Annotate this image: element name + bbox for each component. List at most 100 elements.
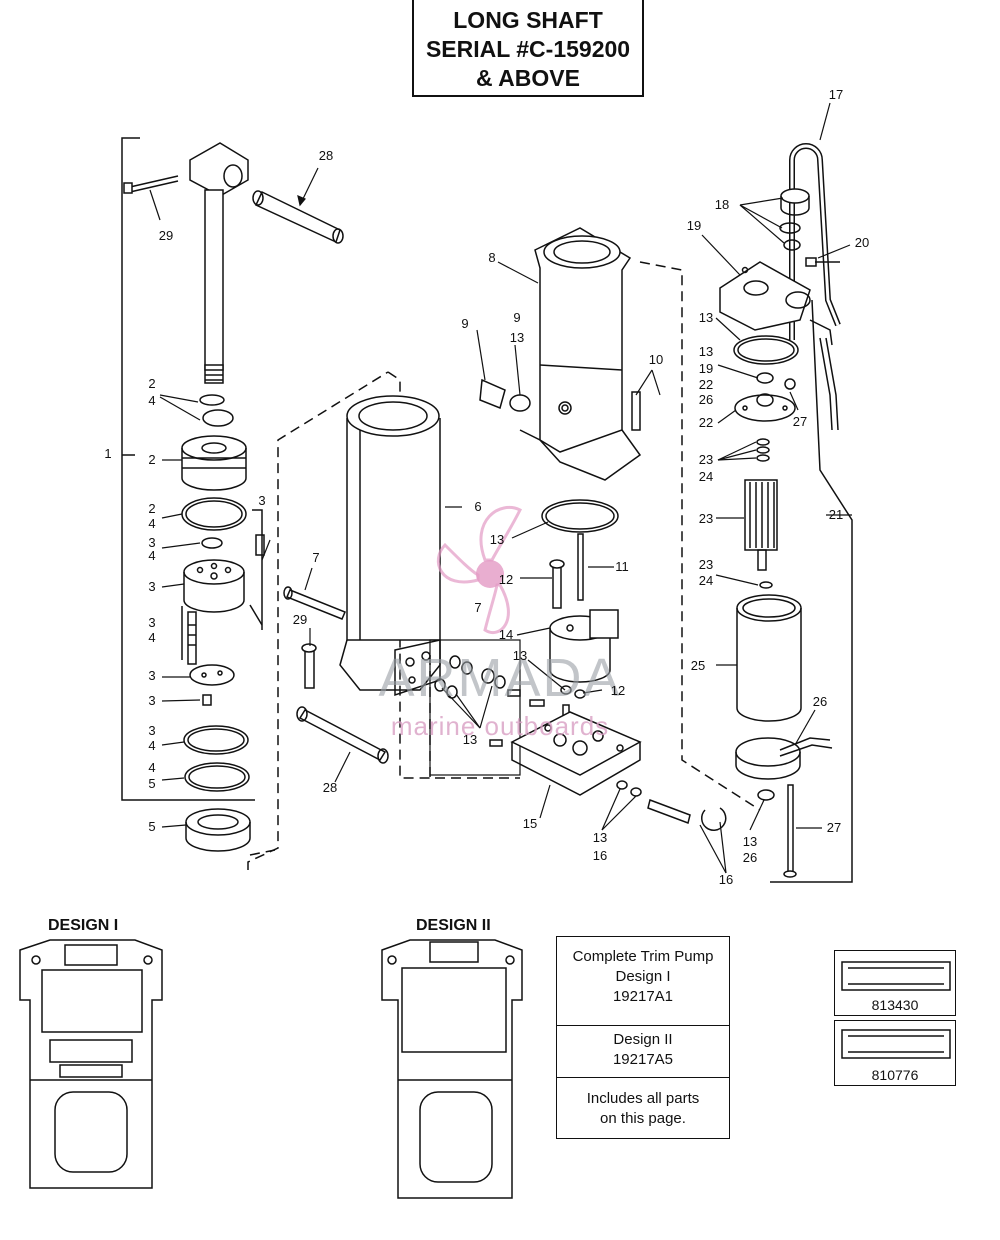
pin-29-28 <box>296 643 389 764</box>
callout-c-23a: 23 <box>699 452 713 467</box>
callout-c-9a: 9 <box>461 316 468 331</box>
part-box-810776: 810776 <box>834 1020 956 1086</box>
callout-c-19a: 19 <box>687 218 701 233</box>
pump-housing <box>479 227 642 481</box>
title-line-1: LONG SHAFT <box>453 7 603 33</box>
callout-c-3e: 3 <box>148 668 155 683</box>
callout-c-14: 14 <box>499 627 513 642</box>
callout-c-13d: 13 <box>463 732 477 747</box>
design-2-housing <box>381 939 523 1199</box>
callout-c-12a: 12 <box>499 572 513 587</box>
callout-c-21: 21 <box>829 507 843 522</box>
callout-c-20: 20 <box>855 235 869 250</box>
callout-c-13c: 13 <box>513 648 527 663</box>
callout-c-4a: 4 <box>148 393 155 408</box>
callout-c-4b: 4 <box>148 516 155 531</box>
bolt-7 <box>283 586 346 620</box>
callout-c-16a: 16 <box>593 848 607 863</box>
callout-c-6: 6 <box>474 499 481 514</box>
info-divider <box>557 1025 729 1026</box>
pump-dashed-outline <box>639 261 761 811</box>
leader-lines <box>149 102 852 874</box>
design-1-housing <box>19 939 163 1189</box>
callout-c-12b: 12 <box>611 683 625 698</box>
callout-c-2b: 2 <box>148 452 155 467</box>
callout-c-22b: 22 <box>699 415 713 430</box>
callout-c-13e: 13 <box>593 830 607 845</box>
callout-c-24a: 24 <box>699 469 713 484</box>
callout-c-23c: 23 <box>699 557 713 572</box>
part-number: 810776 <box>871 1067 919 1083</box>
callout-c-26c: 26 <box>743 850 757 865</box>
info-note-line2: on this page. <box>600 1110 686 1127</box>
motor-assembly <box>719 143 853 883</box>
oring-13-housing <box>541 499 619 533</box>
design-1-label: DESIGN I <box>48 917 119 934</box>
callout-c-22a: 22 <box>699 377 713 392</box>
callout-c-16b: 16 <box>719 872 733 887</box>
title-line-3: & ABOVE <box>476 65 580 91</box>
info-divider <box>557 1077 729 1078</box>
diagram-title-box: LONG SHAFT SERIAL #C-159200 & ABOVE <box>412 0 644 97</box>
kit-info-box: Complete Trim Pump Design I 19217A1 Desi… <box>556 936 730 1139</box>
watermark-logo <box>436 505 523 635</box>
pump-14 <box>549 609 619 683</box>
trim-rod-assembly <box>121 137 344 852</box>
callout-c-27a: 27 <box>793 414 807 429</box>
callout-c-29b: 29 <box>293 612 307 627</box>
callout-c-2a: 2 <box>148 376 155 391</box>
callout-c-29a: 29 <box>159 228 173 243</box>
callout-c-13h: 13 <box>743 834 757 849</box>
callout-c-13a: 13 <box>510 330 524 345</box>
callout-c-25: 25 <box>691 658 705 673</box>
callout-c-11: 11 <box>615 559 629 574</box>
callout-c-24b: 24 <box>699 573 713 588</box>
callout-c-4f: 4 <box>148 760 155 775</box>
callout-c-26a: 26 <box>699 392 713 407</box>
callout-c-17: 17 <box>829 87 843 102</box>
callout-c-28a: 28 <box>319 148 333 163</box>
callout-c-15: 15 <box>523 816 537 831</box>
title-line-2: SERIAL #C-159200 <box>425 36 631 62</box>
callout-c-3d: 3 <box>148 615 155 630</box>
callout-c-4e: 4 <box>148 738 155 753</box>
callout-c-10: 10 <box>649 352 663 367</box>
design-2-label: DESIGN II <box>416 917 491 934</box>
part-810776-drawing <box>841 1029 951 1059</box>
info-design1-part: 19217A1 <box>612 988 674 1005</box>
callout-c-3a: 3 <box>258 493 265 508</box>
callout-c-3c: 3 <box>148 579 155 594</box>
callout-c-5b: 5 <box>148 819 155 834</box>
manifold-15 <box>510 711 642 796</box>
trim-cylinder <box>339 395 441 697</box>
info-design1-label: Design I <box>615 968 671 985</box>
callout-c-5a: 5 <box>148 776 155 791</box>
callout-c-26b: 26 <box>813 694 827 709</box>
valve-16 <box>616 780 727 831</box>
info-design2-part: 19217A5 <box>612 1051 674 1068</box>
callout-c-18: 18 <box>715 197 729 212</box>
callout-c-7a: 7 <box>312 550 319 565</box>
callout-c-2c: 2 <box>148 501 155 516</box>
callout-c-8: 8 <box>488 250 495 265</box>
part-box-813430: 813430 <box>834 950 956 1016</box>
callout-c-3g: 3 <box>148 723 155 738</box>
seal-kit-13 <box>429 639 586 776</box>
callout-c-3b: 3 <box>148 535 155 550</box>
callout-c-1: 1 <box>104 446 111 461</box>
part-813430-drawing <box>841 961 951 991</box>
callout-c-9b: 9 <box>513 310 520 325</box>
watermark-brand: ARMADA <box>378 648 621 708</box>
callout-c-4d: 4 <box>148 630 155 645</box>
pump-bolts <box>549 533 584 609</box>
callout-c-13f: 13 <box>699 310 713 325</box>
callout-c-3f: 3 <box>148 693 155 708</box>
callout-c-13b: 13 <box>490 532 504 547</box>
callout-c-19b: 19 <box>699 361 713 376</box>
info-design2-label: Design II <box>613 1031 673 1048</box>
callout-c-23b: 23 <box>699 511 713 526</box>
callout-c-27b: 27 <box>827 820 841 835</box>
